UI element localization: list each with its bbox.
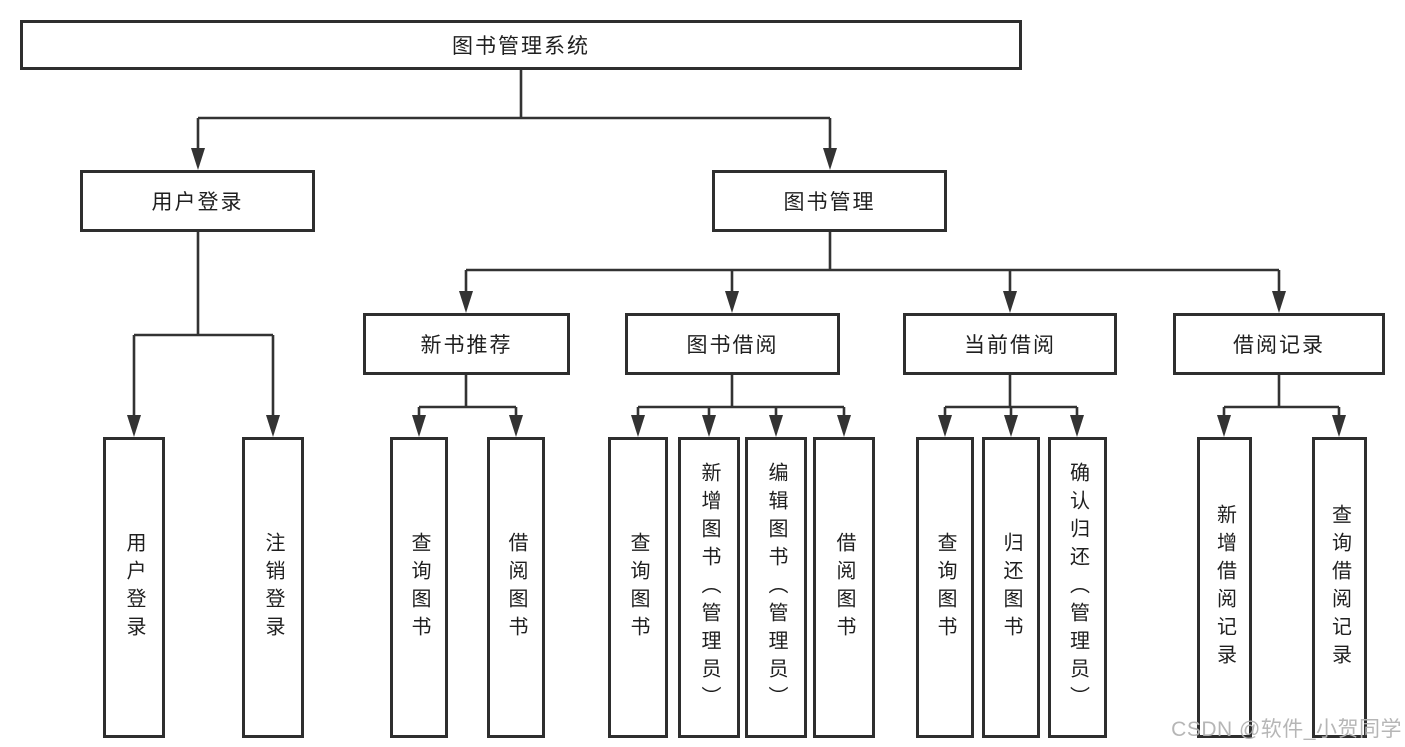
arrow-down-icon [127,415,141,437]
connector-root-to-level2 [191,70,837,170]
leaf-current-query-books: 查询图书 [916,437,974,738]
arrow-down-icon [1272,291,1286,313]
node-borrowing-records: 借阅记录 [1173,313,1385,375]
arrow-down-icon [266,415,280,437]
leaf-logout-login-label: 注销登录 [262,531,284,644]
arrow-down-icon [1004,415,1018,437]
arrow-down-icon [509,415,523,437]
leaf-recommend-borrow-books: 借阅图书 [487,437,545,738]
arrow-down-icon [459,291,473,313]
connector-current-borrowing-to-leaves [938,375,1084,437]
leaf-current-return-books-label: 归还图书 [1000,531,1022,644]
node-borrowing-records-label: 借阅记录 [1233,334,1325,357]
connector-book-management-to-level3 [459,232,1286,313]
leaf-current-return-books: 归还图书 [982,437,1040,738]
arrow-down-icon [938,415,952,437]
leaf-borrow-borrow-books-label: 借阅图书 [833,531,855,644]
leaf-current-confirm-return-admin: 确认归还（管理员） [1048,437,1107,738]
leaf-records-query-record: 查询借阅记录 [1312,437,1367,738]
arrow-down-icon [769,415,783,437]
leaf-records-add-record: 新增借阅记录 [1197,437,1252,738]
connector-book-borrowing-to-leaves [631,375,851,437]
arrow-down-icon [837,415,851,437]
connector-new-book-recommend-to-leaves [412,375,523,437]
node-user-login: 用户登录 [80,170,315,232]
leaf-recommend-borrow-books-label: 借阅图书 [505,531,527,644]
arrow-down-icon [1070,415,1084,437]
node-new-book-recommend-label: 新书推荐 [420,334,513,357]
node-current-borrowing: 当前借阅 [903,313,1117,375]
connector-borrowing-records-to-leaves [1217,375,1346,437]
arrow-down-icon [1332,415,1346,437]
leaf-logout-login: 注销登录 [242,437,304,738]
arrow-down-icon [1003,291,1017,313]
node-book-management: 图书管理 [712,170,947,232]
leaf-borrow-query-books-label: 查询图书 [627,531,649,644]
node-book-borrowing-label: 图书借阅 [686,334,779,357]
leaf-borrow-query-books: 查询图书 [608,437,668,738]
leaf-current-query-books-label: 查询图书 [934,531,956,644]
node-root: 图书管理系统 [20,20,1022,70]
leaf-user-login-label: 用户登录 [123,531,145,644]
arrow-down-icon [1217,415,1231,437]
leaf-borrow-borrow-books: 借阅图书 [813,437,875,738]
leaf-recommend-query-books-label: 查询图书 [408,531,430,644]
arrow-down-icon [631,415,645,437]
node-user-login-label: 用户登录 [151,191,244,214]
connector-user-login-to-leaves [127,232,280,437]
node-current-borrowing-label: 当前借阅 [964,334,1056,357]
node-root-label: 图书管理系统 [452,35,590,58]
csdn-watermark: CSDN @软件_小贺同学 [1171,718,1402,741]
arrow-down-icon [823,148,837,170]
leaf-user-login: 用户登录 [103,437,165,738]
leaf-borrow-edit-books-admin-label: 编辑图书（管理员） [765,461,787,714]
node-book-borrowing: 图书借阅 [625,313,840,375]
leaf-records-add-record-label: 新增借阅记录 [1213,503,1236,672]
arrow-down-icon [725,291,739,313]
node-book-management-label: 图书管理 [783,191,876,214]
leaf-current-confirm-return-admin-label: 确认归还（管理员） [1066,461,1089,714]
leaf-borrow-add-books-admin-label: 新增图书（管理员） [698,461,720,714]
leaf-borrow-add-books-admin: 新增图书（管理员） [678,437,740,738]
leaf-borrow-edit-books-admin: 编辑图书（管理员） [745,437,807,738]
arrow-down-icon [412,415,426,437]
arrow-down-icon [191,148,205,170]
node-new-book-recommend: 新书推荐 [363,313,570,375]
arrow-down-icon [702,415,716,437]
leaf-recommend-query-books: 查询图书 [390,437,448,738]
leaf-records-query-record-label: 查询借阅记录 [1328,503,1351,672]
